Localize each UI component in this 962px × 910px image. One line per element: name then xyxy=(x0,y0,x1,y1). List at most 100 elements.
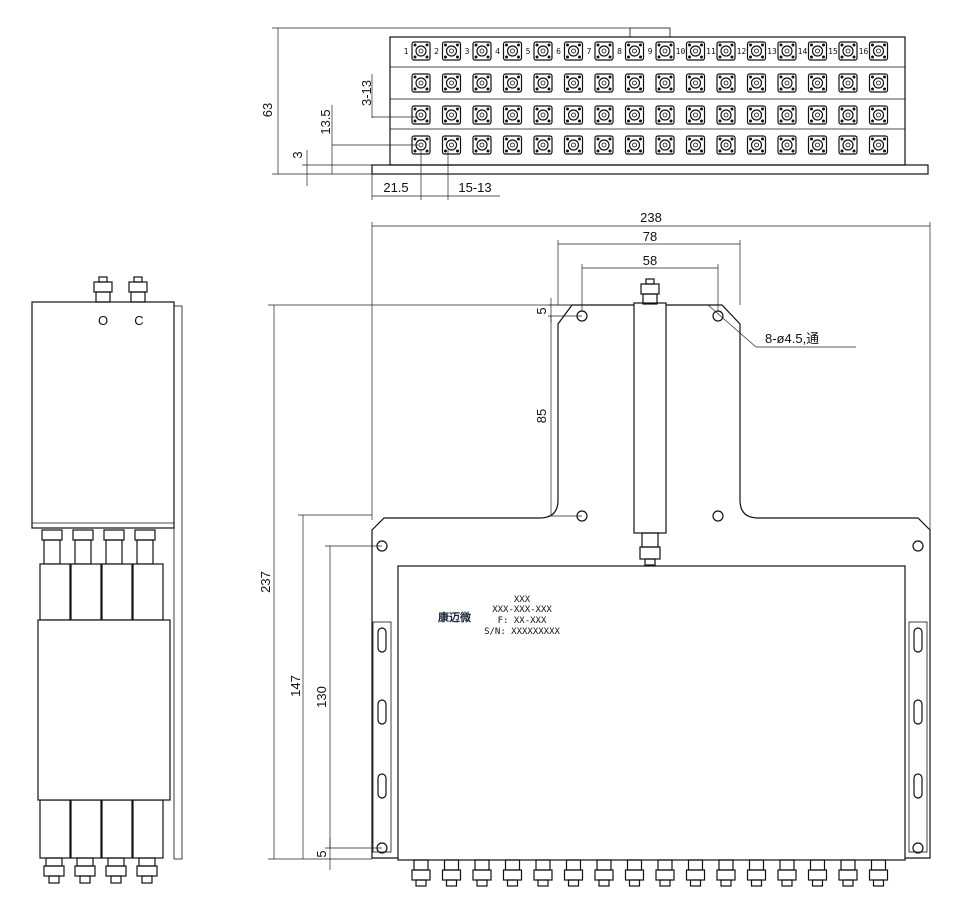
rf-port xyxy=(563,41,584,61)
rf-port xyxy=(685,105,706,125)
dim-147: 147 xyxy=(288,675,303,697)
side-connector-o xyxy=(93,276,113,303)
port-number: 9 xyxy=(648,47,653,56)
rf-port xyxy=(777,73,797,93)
mount-hole xyxy=(712,510,724,522)
rf-port xyxy=(868,105,889,125)
port-number: 5 xyxy=(526,47,531,56)
rf-port xyxy=(838,73,858,93)
rf-port xyxy=(807,105,828,125)
dim-63: 63 xyxy=(260,103,275,117)
dim-5-top: 5 xyxy=(534,307,549,314)
rf-port xyxy=(838,105,858,125)
rf-port xyxy=(746,135,767,155)
rf-port xyxy=(624,105,645,125)
holes-note: 8-ø4.5,通 xyxy=(765,331,819,346)
bottom-connector xyxy=(624,859,645,887)
rf-port xyxy=(563,73,584,93)
rf-port xyxy=(411,105,431,125)
mount-slot xyxy=(377,773,387,799)
dim-3-13: 3-13 xyxy=(359,80,374,106)
bottom-connector xyxy=(472,859,492,887)
rf-port xyxy=(624,41,645,61)
bottom-connector xyxy=(807,859,828,887)
rf-port xyxy=(655,135,675,155)
rf-port xyxy=(411,41,431,61)
rf-port xyxy=(411,73,431,93)
port-grid xyxy=(390,41,905,155)
mount-slot xyxy=(377,699,387,725)
dim-130: 130 xyxy=(314,686,329,708)
bottom-connector xyxy=(868,859,889,887)
rf-port xyxy=(624,73,645,93)
rf-port xyxy=(716,105,736,125)
rf-port xyxy=(502,41,523,61)
bottom-connector xyxy=(563,859,584,887)
nameplate-model: XXX xyxy=(514,595,531,605)
side-module xyxy=(101,529,133,884)
side-module xyxy=(132,529,164,884)
center-filter-tube xyxy=(633,302,667,534)
bottom-connector xyxy=(716,859,736,887)
dim-238: 238 xyxy=(640,210,662,225)
dim-3: 3 xyxy=(290,151,305,158)
mount-slot xyxy=(377,627,387,653)
side-view-cover xyxy=(37,619,171,801)
port-number: 1 xyxy=(404,47,409,56)
rf-port xyxy=(838,41,858,61)
bottom-connector xyxy=(838,859,858,887)
mount-hole xyxy=(912,540,924,552)
rf-port xyxy=(594,41,614,61)
dim-85: 85 xyxy=(534,409,549,423)
rf-port xyxy=(472,105,492,125)
side-module xyxy=(39,529,71,884)
bottom-connector xyxy=(685,859,706,887)
dim-237: 237 xyxy=(258,571,273,593)
bottom-connector xyxy=(411,859,431,887)
port-number: 2 xyxy=(434,47,439,56)
bottom-connector xyxy=(533,859,553,887)
port-number: 10 xyxy=(676,47,686,56)
bottom-connector xyxy=(777,859,797,887)
center-top-connector xyxy=(640,278,660,305)
mount-hole xyxy=(712,310,724,322)
rf-port xyxy=(441,135,462,155)
mount-hole xyxy=(912,842,924,854)
rf-port xyxy=(594,135,614,155)
port-number: 6 xyxy=(556,47,561,56)
dim-58: 58 xyxy=(643,253,657,268)
rf-port xyxy=(441,105,462,125)
rf-port xyxy=(502,105,523,125)
bottom-connector-row xyxy=(411,859,889,887)
port-number: 4 xyxy=(495,47,500,56)
dim-5-bottom: 5 xyxy=(314,850,329,857)
bottom-connector xyxy=(441,859,462,887)
top-view-base-flange xyxy=(371,164,929,175)
side-slot-group xyxy=(372,621,928,853)
rf-port xyxy=(716,73,736,93)
rf-port xyxy=(655,73,675,93)
mount-slot xyxy=(913,699,923,725)
port-number: 11 xyxy=(706,47,716,56)
port-number: 16 xyxy=(859,47,869,56)
nameplate-brand: 康迈微 xyxy=(438,610,472,624)
mount-slot xyxy=(913,773,923,799)
rf-port xyxy=(868,135,889,155)
side-module xyxy=(70,529,102,884)
rf-port xyxy=(472,41,492,61)
port-label-o: O xyxy=(98,313,108,328)
splitter-main-body xyxy=(397,565,906,861)
side-view-back-plate xyxy=(173,305,183,860)
rf-port xyxy=(777,105,797,125)
nameplate-serial: S/N: XXXXXXXXX xyxy=(484,627,560,637)
bottom-connector xyxy=(594,859,614,887)
rf-port xyxy=(868,73,889,93)
rf-port xyxy=(746,105,767,125)
bottom-connector xyxy=(502,859,523,887)
nameplate-frequency: F: XX-XXX xyxy=(498,616,547,626)
rf-port xyxy=(716,41,736,61)
rf-port xyxy=(746,73,767,93)
rf-port xyxy=(563,105,584,125)
